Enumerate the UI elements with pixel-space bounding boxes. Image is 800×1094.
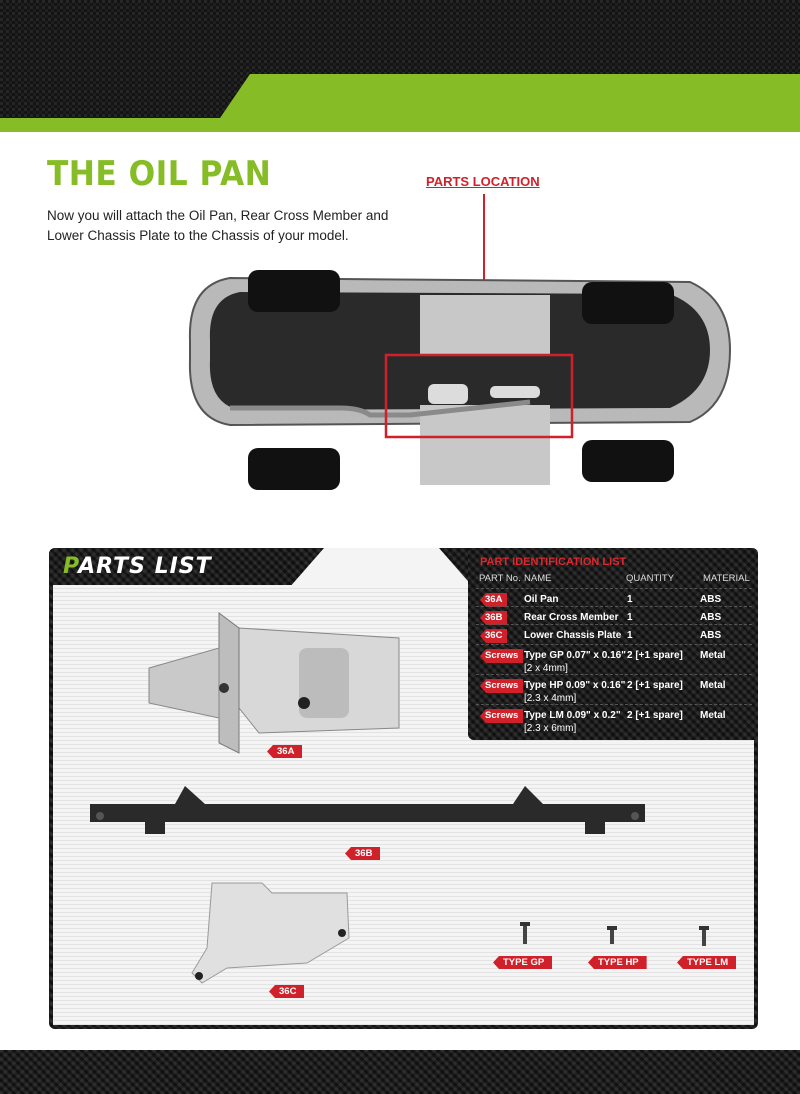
- header-band-graphic: [0, 0, 800, 132]
- screw-lm-image: [699, 926, 709, 946]
- table-row: Screws Type LM 0.09" x 0.2" [2.3 x 6mm] …: [476, 704, 752, 735]
- part-number-tag: 36A: [480, 593, 508, 607]
- exhaust-pipe: [230, 399, 531, 418]
- part-name: Rear Cross Member: [524, 612, 619, 623]
- part-size: [2 x 4mm]: [524, 663, 568, 674]
- part-number-tag: 36C: [480, 629, 508, 643]
- lower-chassis-plate-image: [191, 882, 350, 984]
- table-row: Screws Type HP 0.09" x 0.16" [2.3 x 4mm]…: [476, 674, 752, 705]
- part-label-type-lm: TYPE LM: [677, 956, 737, 969]
- rear-cross-member-image: [90, 786, 645, 834]
- id-table-title: PART IDENTIFICATION LIST: [480, 556, 627, 568]
- part-material: Metal: [700, 710, 726, 721]
- part-material: Metal: [700, 680, 726, 691]
- part-name: Lower Chassis Plate: [524, 630, 622, 641]
- part-material: ABS: [700, 630, 722, 641]
- intro-text: Now you will attach the Oil Pan, Rear Cr…: [47, 208, 389, 243]
- part-quantity: 1: [627, 630, 633, 641]
- table-row: 36B Rear Cross Member 1 ABS: [476, 606, 752, 625]
- part-quantity: 1: [627, 612, 633, 623]
- part-name: Type LM 0.09" x 0.2": [524, 710, 621, 721]
- part-quantity: 2 [+1 spare]: [627, 680, 683, 691]
- table-row: Screws Type GP 0.07" x 0.16" [2 x 4mm] 2…: [476, 644, 752, 675]
- part-number-tag: 36B: [480, 611, 508, 625]
- part-label-36c: 36C: [269, 985, 305, 998]
- parts-location-highlight: [384, 353, 574, 439]
- parts-list-panel: PARTS LIST PART IDENTIFICATION LIST PART…: [49, 548, 758, 1029]
- screw-hp-image: [607, 926, 617, 944]
- part-label-36a: 36A: [267, 745, 303, 758]
- part-number-tag: Screws: [480, 649, 524, 663]
- part-number-tag: Screws: [480, 679, 524, 693]
- part-name: Type GP 0.07" x 0.16": [524, 650, 626, 661]
- part-size: [2.3 x 6mm]: [524, 723, 577, 734]
- page-title: THE OIL PAN: [47, 154, 272, 194]
- part-name: Type HP 0.09" x 0.16": [524, 680, 626, 691]
- table-row: 36C Lower Chassis Plate 1 ABS: [476, 624, 752, 645]
- column-header-name: NAME: [524, 573, 552, 584]
- part-label-type-gp: TYPE GP: [493, 956, 553, 969]
- column-header-part-no: PART No.: [479, 573, 521, 584]
- part-identification-table: PART IDENTIFICATION LIST PART No. NAME Q…: [468, 548, 758, 740]
- part-quantity: 2 [+1 spare]: [627, 650, 683, 661]
- part-size: [2.3 x 4mm]: [524, 693, 577, 704]
- part-label-type-hp: TYPE HP: [588, 956, 647, 969]
- part-quantity: 2 [+1 spare]: [627, 710, 683, 721]
- parts-location-label: PARTS LOCATION: [426, 174, 540, 189]
- wheel-front-left: [582, 282, 674, 324]
- oil-pan-image: [148, 612, 400, 754]
- header-notch-graphic: [289, 548, 474, 588]
- wheel-rear-right: [248, 448, 340, 490]
- part-name: Oil Pan: [524, 594, 559, 605]
- part-material: ABS: [700, 594, 722, 605]
- muffler: [428, 384, 468, 404]
- part-quantity: 1: [627, 594, 633, 605]
- wheel-rear-left: [248, 270, 340, 312]
- part-material: ABS: [700, 612, 722, 623]
- header-band: [0, 0, 800, 132]
- table-row: 36A Oil Pan 1 ABS: [476, 588, 752, 607]
- silver-plate-bottom: [420, 405, 550, 485]
- wheel-front-right: [582, 440, 674, 482]
- catalytic-converter: [490, 386, 540, 398]
- part-number-tag: Screws: [480, 709, 524, 723]
- part-label-36b: 36B: [345, 847, 381, 860]
- column-header-material: MATERIAL: [703, 573, 750, 584]
- screw-gp-image: [520, 922, 530, 944]
- column-header-quantity: QUANTITY: [626, 573, 675, 584]
- car-underside-image: [188, 194, 732, 490]
- parts-list-title: PARTS LIST: [63, 554, 212, 579]
- footer-band: [0, 1050, 800, 1094]
- silver-plate-top: [420, 295, 550, 355]
- part-material: Metal: [700, 650, 726, 661]
